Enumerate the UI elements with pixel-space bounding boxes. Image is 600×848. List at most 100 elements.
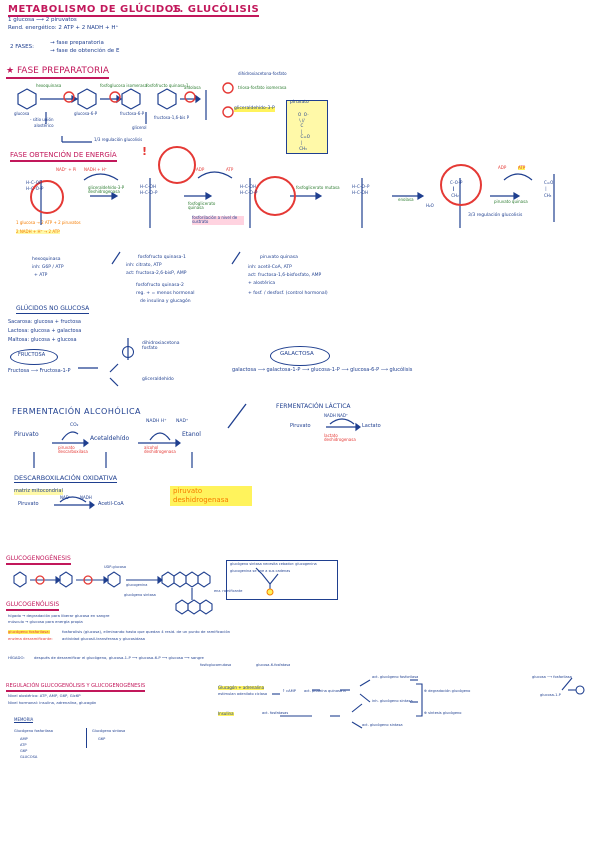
fructose-ring-icon [121, 88, 141, 110]
desramificante-label: enzima desramificante: [8, 636, 53, 641]
phases-label: 2 FASES: [10, 44, 34, 50]
reg-pfk-line-5: de insulina y glucagón [140, 299, 191, 304]
enzyme-glucosa-6-fosfatasa: glucosa-6-fosfatasa [256, 663, 291, 667]
sintasa-label: glucógeno sintasa [124, 593, 156, 597]
desc-acetil: Acetil-CoA [98, 501, 124, 507]
reg-pk-line-1: inh: acetil-CoA, ATP [248, 265, 292, 270]
molecule-2pg: H–C–O–P H–C–OH [352, 184, 370, 196]
lactica-nadh: NADH NAD⁺ [324, 413, 349, 418]
nivel-alosterico: Nivel alostérico: ATP, AMP, G6P, Glc6P [8, 693, 81, 698]
molecule-13bpg: H–C–OH H–C–O–P [140, 184, 158, 196]
molecule-piruvato: C=O | CH₃ [544, 180, 554, 198]
label-glucosa: glucosa [14, 111, 30, 116]
sintesis-note: ⊕ síntesis glucógeno [424, 711, 462, 715]
reg-pfk-title: fosfofructo quinasa-1 [138, 255, 186, 260]
reg-hex-line: inh: G6P / ATP [32, 265, 64, 270]
enzyme-aldolasa: aldolasa [184, 85, 201, 90]
p-group-circle-4 [440, 164, 482, 206]
adp-label-2: ADP [498, 165, 507, 170]
piruvato-box-label: piruvato [290, 100, 309, 105]
lactica-lactato: Lactato [362, 423, 381, 429]
maltosa-line: Maltosa: glucosa + glucosa [8, 337, 77, 343]
enzyme-piruvato-descarboxilasa: piruvato descarboxilasa [58, 445, 88, 455]
side-note-2: glucosa-1-P [540, 693, 561, 697]
reg-pk-title: piruvato quinasa [260, 255, 298, 260]
ferm-piruvato: Piruvato [14, 431, 39, 438]
memoria-divider [86, 728, 87, 748]
side-note-1: glucosa ⟶ fosforilasa [532, 675, 572, 679]
matriz-label: matriz mitocondrial [14, 488, 63, 495]
fosforilasa-desc: fosforolisis (glucosa), eliminando hasta… [62, 629, 231, 634]
mem-atp: ATP [20, 743, 27, 747]
page-title: METABOLISMO DE GLÚCIDOS [8, 4, 182, 17]
lactica-piruvato: Piruvato [290, 423, 311, 429]
desc-nadh: NADH [80, 495, 92, 500]
enzyme-alcohol-deshidrogenasa: alcohol deshidrogenasa [144, 445, 176, 455]
ferm-nadh: NADH H⁺ [146, 419, 167, 424]
fosforilasa-label: glucógeno fosforilasa: [8, 629, 50, 635]
reg-pfk-line-4: reg. + = menos hormonal [136, 291, 195, 296]
phase-2: → fase de obtención de E [50, 48, 120, 54]
fase-preparatoria-text: FASE PREPARATORIA [16, 66, 110, 76]
fase-obtencion-heading: FASE OBTENCIÓN DE ENERGÍA [10, 151, 117, 162]
galactosa-tag-outline [270, 346, 330, 366]
complejo-pdh: piruvato deshidrogenasa [170, 486, 252, 506]
reg-pk-line-2: act: fructosa-1,6-bisfosfato, AMP [248, 273, 322, 278]
molecule-pep: C–O–P ‖ CH₂ [450, 180, 463, 198]
enzyme-gapdh: gliceraldehído-3-P deshidrogenasa [88, 185, 125, 195]
enzyme-mutasa: fosfoglicerato mutasa [296, 185, 340, 190]
mem-g6p-2: G6P [98, 737, 106, 741]
fructosa-bubble [122, 346, 134, 358]
nivel-hormonal: Nivel hormonal: insulina, adrenalina, gl… [8, 700, 97, 705]
alcoholica-heading: FERMENTACIÓN ALCOHÓLICA [12, 407, 142, 416]
piruvato-box [286, 100, 328, 154]
box-line-2: glucogenina se une a sus cadenas [230, 569, 291, 573]
enzyme-pfk1: fosfofructo quinasa-1 [146, 83, 189, 88]
atp-label-1: ATP [226, 167, 234, 172]
enzyme-isomerasa: fosfoglucosa isomerasa [100, 83, 148, 88]
label-fructosa-16bp: fructosa-1,6-bis P [154, 115, 190, 120]
glucose-ring-icon [17, 88, 37, 110]
higado-label: HÍGADO: [8, 655, 25, 660]
balance-line-1: 1 glucosa → 2 ATP + 2 piruvatos [16, 220, 81, 225]
enzyme-pk: piruvato quinasa [494, 199, 528, 204]
glucogenolisis-line-1: hígado → degradación para liberar glucos… [8, 613, 110, 618]
hormonas-label-2: estimulan adenilato ciclasa [218, 692, 268, 696]
aumenta-camp: ↑ cAMP [282, 689, 296, 693]
reg-pk-line-3: + alostérica [248, 281, 276, 286]
nad-pi-label: NAD⁺ + Pi [56, 167, 77, 172]
mem-g6p: G6P [20, 749, 28, 753]
ferm-acetaldehido: Acetaldehído [90, 435, 130, 442]
enzyme-triosa: triosa-fosfato isomerasa [238, 85, 287, 90]
fructosa-path: Fructosa ⟶ Fructosa-1-P [8, 368, 71, 374]
desc-piruvato: Piruvato [18, 501, 39, 507]
h2o-label: H₂O [426, 203, 434, 208]
insulina-act: act. fosfatasas [262, 711, 289, 715]
regulacion-gluco-heading: REGULACIÓN GLUCOGENÓLISIS Y GLUCOGENOGÉN… [6, 683, 146, 692]
note-glicerol: glicerol [132, 125, 147, 130]
reg-pfk-line-1: inh: citrato, ATP [126, 263, 162, 268]
ramificante-label: enz. ramificante [214, 589, 243, 593]
nadh-label: NADH + H⁺ [84, 167, 107, 172]
reg-hex-title: hexoquinasa [32, 257, 61, 262]
hormonas-label: Glucagón + adrenalina [218, 685, 265, 691]
glucogenolisis-heading: GLUCOGENÓLISIS [6, 601, 60, 611]
note-alosterico: alostérico [34, 123, 54, 128]
higado-desc: después de desramificar el glucógeno, gl… [34, 655, 204, 660]
reg-pk-line-4: + fosf. / desfosf. (control hormonal) [248, 291, 328, 296]
p-group-circle-3 [254, 176, 296, 216]
otros-glucidos-heading: GLÚCIDOS NO GLUCOSA [16, 305, 90, 314]
glucogenogenesis-heading: GLUCOGENOGÉNESIS [6, 555, 71, 565]
act-pka: act. proteína quinasa A [304, 689, 346, 693]
piruvato-structure: O O⁻ \ // C | C=O | CH₃ [298, 112, 310, 151]
mem-sintasa: Glucógeno sintasa [92, 729, 126, 733]
phase-1: → fase preparatoria [50, 40, 104, 46]
degradacion-note: ⊕ degradación glucógeno [424, 689, 471, 693]
p-group-circle-2 [158, 146, 196, 184]
glucogenina-label: glucogenina [126, 583, 148, 587]
galactosa-path: galactosa ⟶ galactosa-1-P ⟶ glucosa-1-P … [232, 367, 413, 373]
enzyme-lactato-deshidrogenasa: lactato deshidrogenasa [324, 433, 356, 443]
fructosa-tag: FRUCTOSA [18, 352, 46, 358]
